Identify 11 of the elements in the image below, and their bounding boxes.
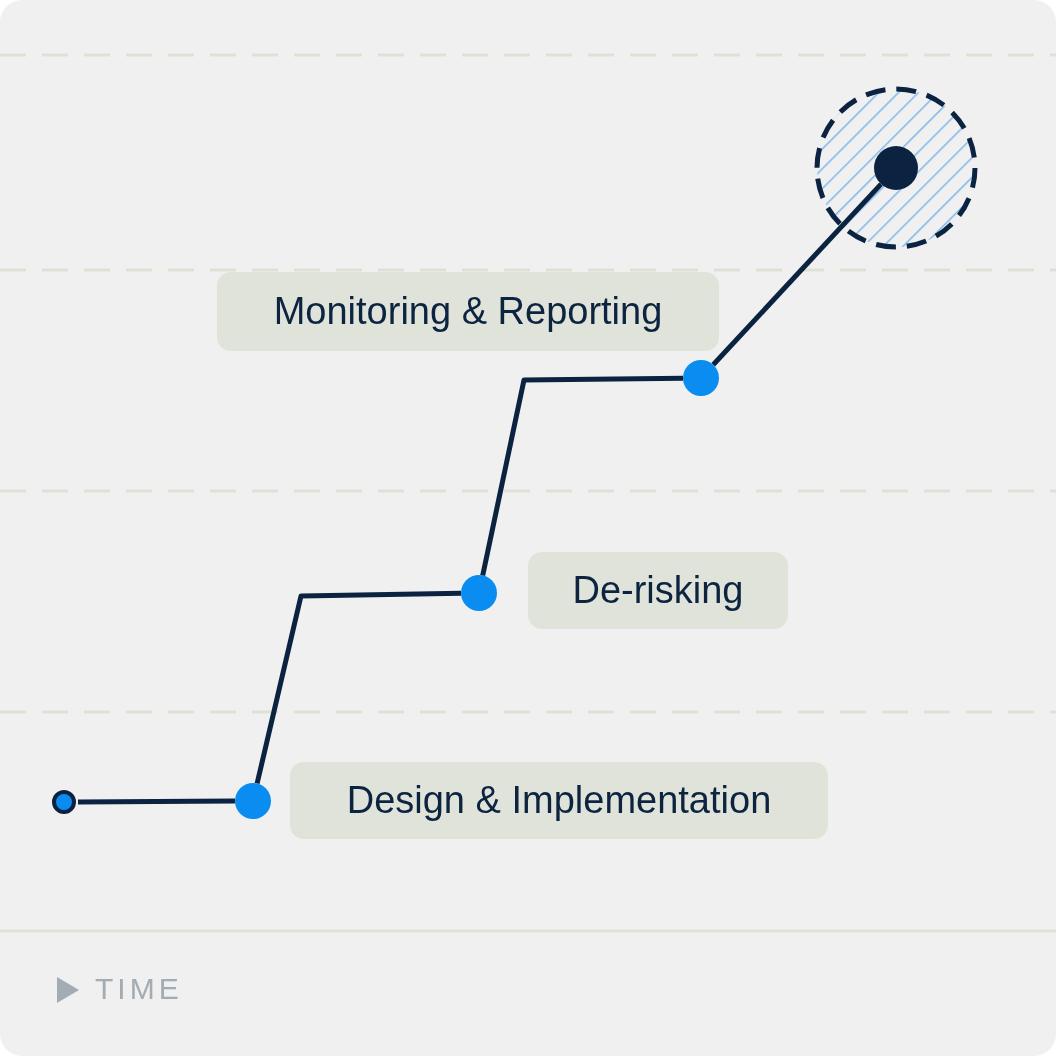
milestone-dot xyxy=(683,360,719,396)
milestone-dot xyxy=(461,575,497,611)
stage-label: De-risking xyxy=(528,552,788,629)
path-line xyxy=(480,375,684,576)
milestone-dot xyxy=(235,783,271,819)
path-line xyxy=(254,590,462,785)
stage-label: Monitoring & Reporting xyxy=(217,272,719,351)
axis-label: TIME xyxy=(95,972,183,1006)
start-dot xyxy=(52,790,76,814)
stage-label: Design & Implementation xyxy=(290,762,828,839)
path-line xyxy=(78,798,235,805)
